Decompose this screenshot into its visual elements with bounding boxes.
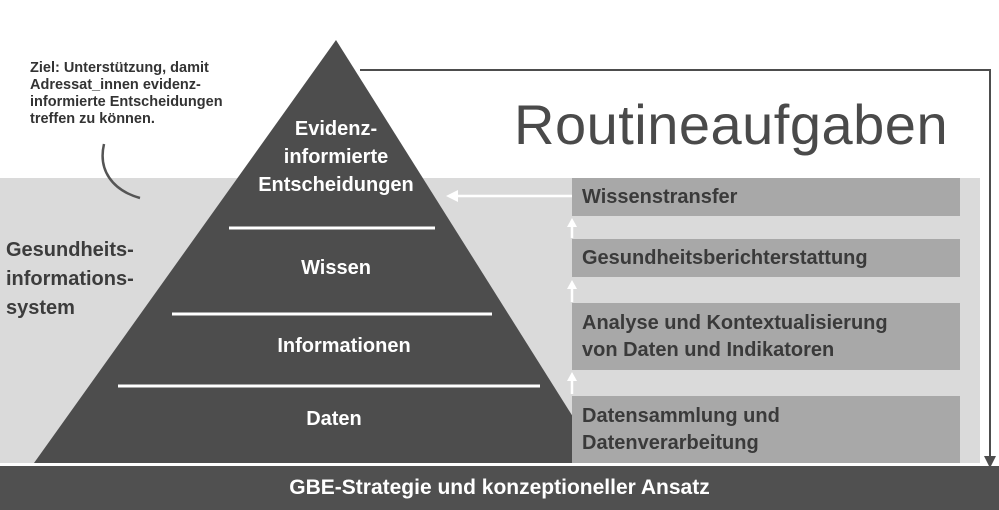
pyramid-level-decisions-line3: Entscheidungen bbox=[258, 174, 414, 196]
goal-annotation: Ziel: Unterstützung, damit Adressat_inne… bbox=[30, 60, 223, 127]
information-system-label: Gesundheits- informations- system bbox=[6, 236, 134, 323]
task-datensammlung-label: Datensammlung und Datenverarbeitung bbox=[582, 403, 780, 457]
up-arrow-1-head bbox=[567, 218, 577, 227]
information-system-label-line1: Gesundheits- bbox=[6, 239, 134, 261]
information-system-label-line2: informations- bbox=[6, 268, 134, 290]
task-gesundheitsberichterstattung: Gesundheitsberichterstattung bbox=[572, 239, 960, 277]
transfer-arrow-head bbox=[446, 190, 458, 202]
task-datensammlung-label-line2: Datenverarbeitung bbox=[582, 431, 759, 454]
information-system-label-line3: system bbox=[6, 297, 75, 319]
task-analyse-label-line1: Analyse und Kontextualisierung bbox=[582, 311, 888, 334]
task-gesundheitsberichterstattung-label: Gesundheitsberichterstattung bbox=[582, 246, 868, 269]
goal-connector-curve bbox=[101, 143, 141, 200]
pyramid bbox=[34, 40, 602, 463]
task-datensammlung-label-line1: Datensammlung und bbox=[582, 404, 780, 427]
task-wissenstransfer-label: Wissenstransfer bbox=[582, 185, 738, 208]
pyramid-level-daten: Daten bbox=[306, 408, 362, 430]
pyramid-level-wissen: Wissen bbox=[301, 257, 371, 279]
task-analyse-label-line2: von Daten und Indikatoren bbox=[582, 338, 835, 361]
task-analyse-label: Analyse und Kontextualisierung von Daten… bbox=[582, 310, 888, 364]
pyramid-level-decisions: Evidenz- informierte Entscheidungen bbox=[236, 115, 436, 199]
routine-frame-line bbox=[360, 69, 991, 462]
up-arrow-2-head bbox=[567, 280, 577, 289]
pyramid-level-decisions-line1: Evidenz- bbox=[294, 118, 378, 140]
task-datensammlung: Datensammlung und Datenverarbeitung bbox=[572, 396, 960, 463]
strategy-footer-label: GBE-Strategie und konzeptioneller Ansatz bbox=[289, 476, 710, 499]
task-wissenstransfer: Wissenstransfer bbox=[572, 178, 960, 216]
strategy-footer: GBE-Strategie und konzeptioneller Ansatz bbox=[0, 466, 999, 510]
routine-title: Routineaufgaben bbox=[514, 93, 949, 156]
pyramid-level-decisions-line2: informierte bbox=[283, 146, 389, 168]
task-analyse: Analyse und Kontextualisierung von Daten… bbox=[572, 303, 960, 370]
up-arrow-3-head bbox=[567, 372, 577, 381]
routine-frame-arrowhead bbox=[984, 456, 996, 468]
pyramid-level-informationen: Informationen bbox=[277, 335, 411, 357]
